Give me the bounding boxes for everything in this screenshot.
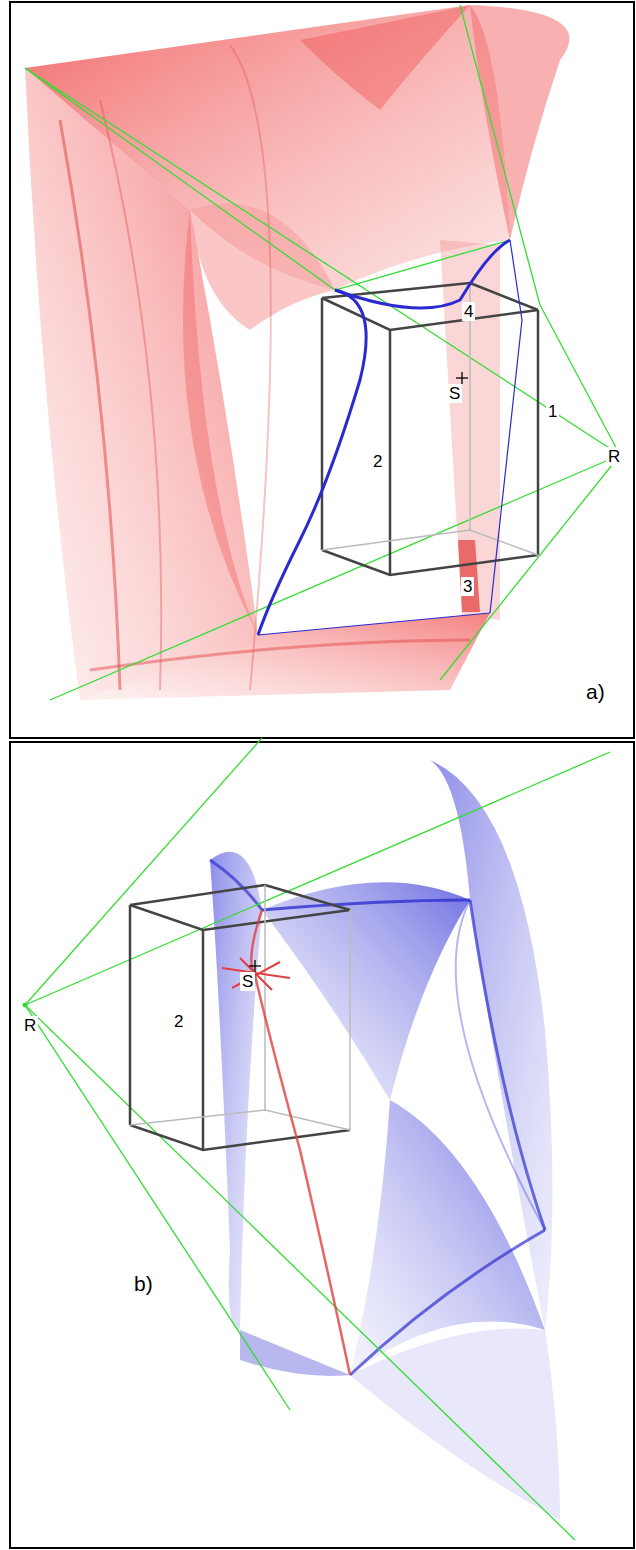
callout-label: 1: [546, 402, 559, 421]
blue-caustic-surface: [210, 760, 560, 1520]
panel-frame: [10, 742, 634, 1548]
panel-label: a): [584, 680, 607, 703]
callout-label: 2: [172, 1012, 185, 1031]
green-ray-lines: [25, 5, 620, 700]
callout-label: 3: [461, 577, 474, 596]
panel-label: b): [132, 1272, 155, 1295]
panel-frame: [10, 2, 634, 738]
box-hidden-edges: [130, 885, 350, 1130]
red-caustic-surface: [25, 5, 569, 700]
callout-label: 4: [462, 302, 475, 321]
red-curve: [222, 910, 350, 1375]
callout-label: R: [606, 447, 622, 466]
receiver-dot: [23, 1003, 28, 1008]
source-mark: [456, 372, 468, 384]
callout-label: S: [240, 972, 255, 991]
green-ray-lines: [25, 738, 610, 1540]
callout-label: S: [447, 384, 462, 403]
source-mark: [249, 960, 261, 972]
box-wireframe: [322, 283, 538, 575]
callout-label: R: [22, 1016, 38, 1035]
callout-label: 2: [371, 452, 384, 471]
blue-curve: [258, 240, 522, 635]
box-wireframe: [130, 885, 350, 1150]
box-hidden-edges: [322, 283, 538, 555]
